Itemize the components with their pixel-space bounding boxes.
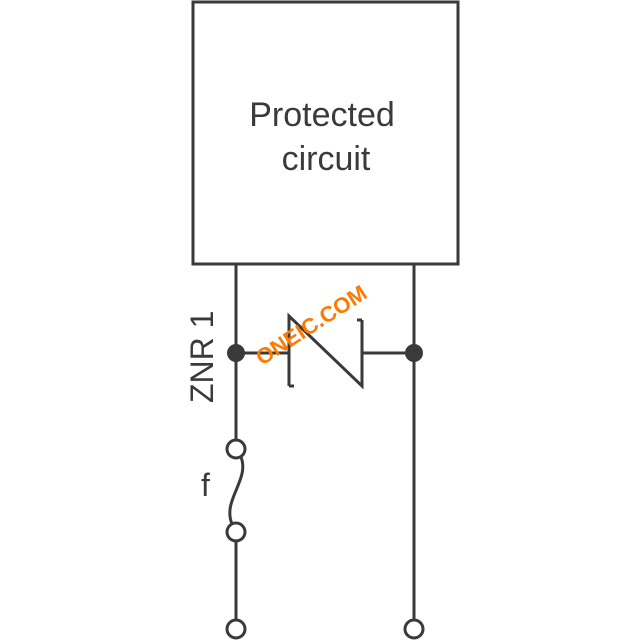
junction-right (405, 344, 423, 362)
fuse-terminal-top (225, 438, 247, 460)
junction-left (227, 344, 245, 362)
right-output-terminal (403, 618, 425, 640)
varistor-label: ZNR 1 (184, 311, 220, 403)
left-output-terminal (225, 618, 247, 640)
box-label-line1: Protected (249, 96, 395, 134)
box-label-line2: circuit (282, 140, 371, 178)
varistor-symbol (287, 312, 364, 390)
protected-circuit-box (191, 0, 460, 266)
fuse-label: f (201, 467, 210, 503)
watermark-text: ONEIC.COM (251, 280, 371, 370)
fuse-terminal-bottom (225, 521, 247, 543)
fuse-element (228, 456, 245, 525)
